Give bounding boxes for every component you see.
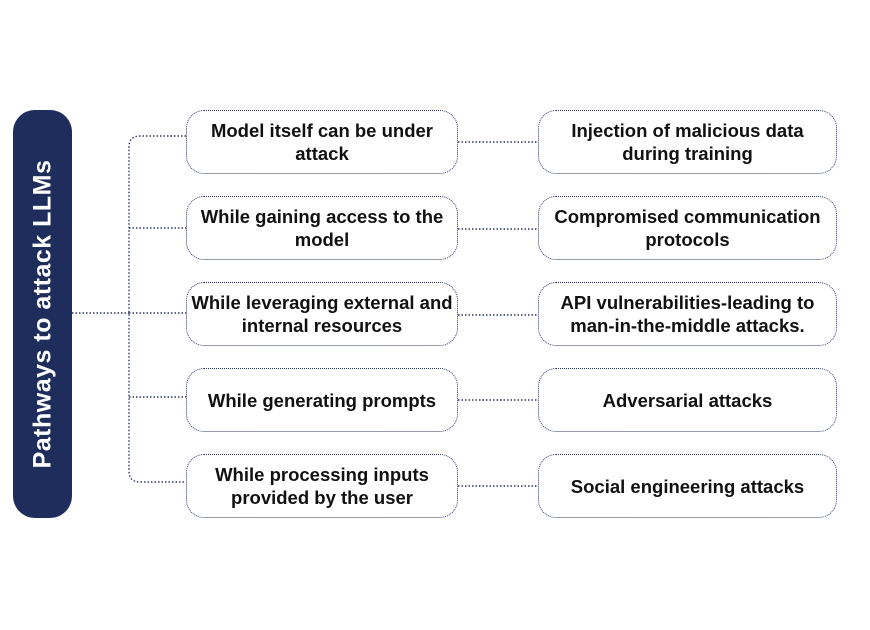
root-label: Pathways to attack LLMs [28,159,56,469]
trunk-line [128,135,186,483]
pathway-box-3: While leveraging external and internal r… [186,282,458,346]
root-node: Pathways to attack LLMs [13,110,72,518]
pathway-box-5: While processing inputs provided by the … [186,454,458,518]
pathway-box-2: While gaining access to the model [186,196,458,260]
attack-box-1: Injection of malicious data during train… [538,110,837,174]
attack-box-4: Adversarial attacks [538,368,837,432]
pathway-box-1: Model itself can be under attack [186,110,458,174]
pathway-box-4: While generating prompts [186,368,458,432]
attack-box-5: Social engineering attacks [538,454,837,518]
attack-box-3: API vulnerabilities-leading to man-in-th… [538,282,837,346]
attack-box-2: Compromised communication protocols [538,196,837,260]
